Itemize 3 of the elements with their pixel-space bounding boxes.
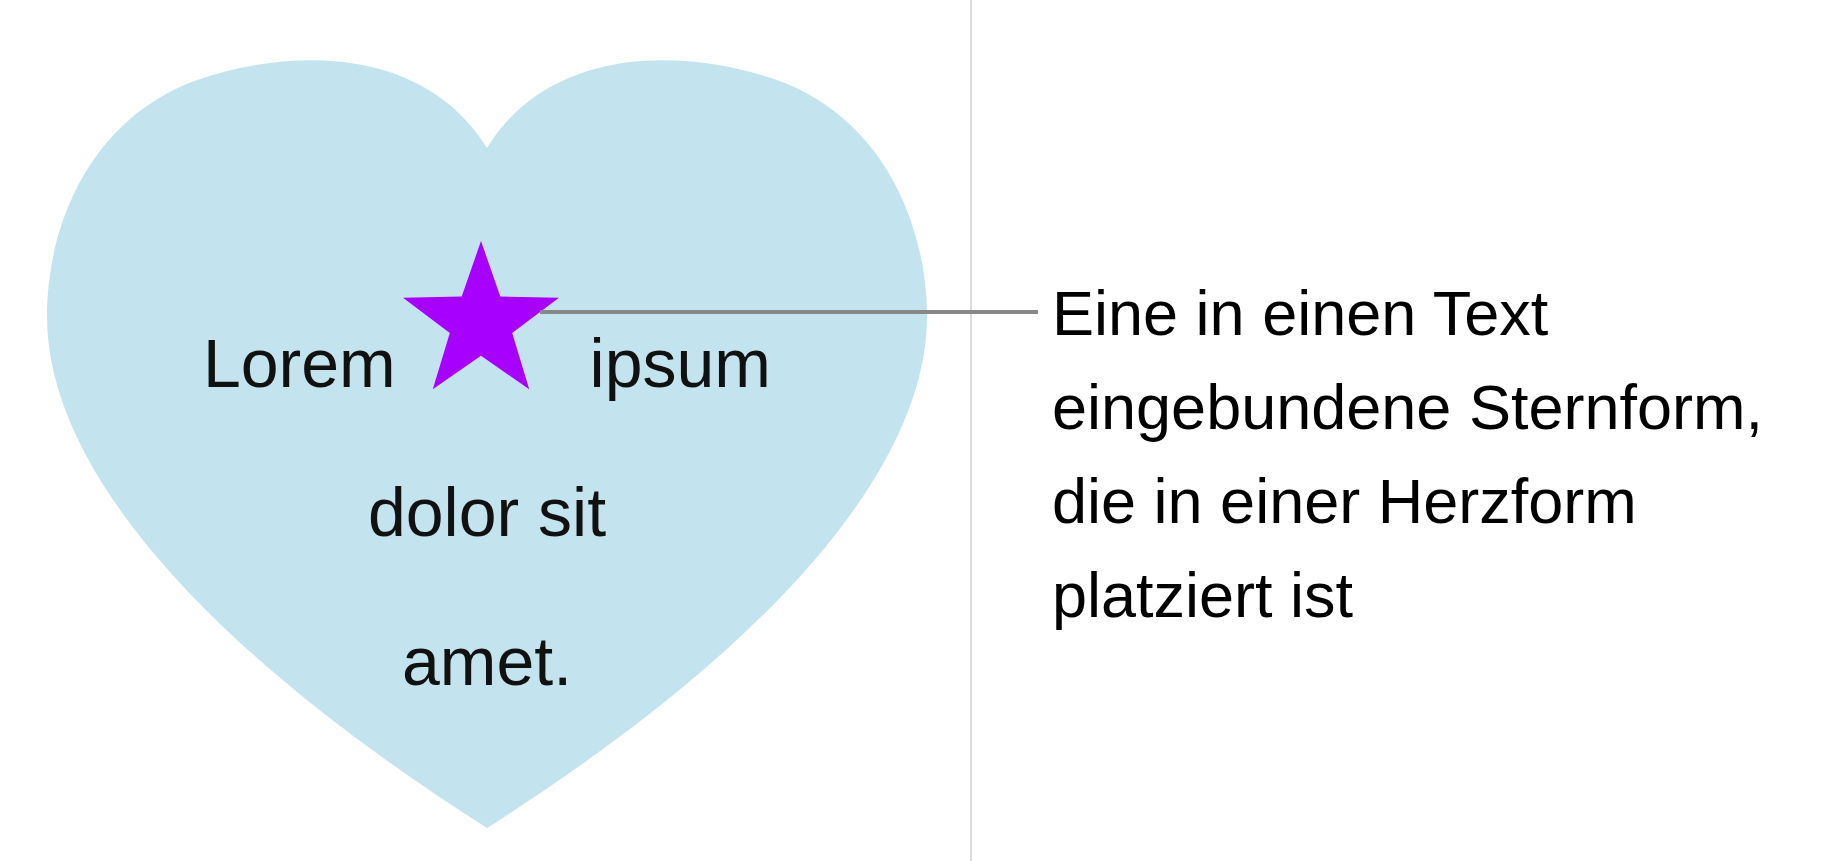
callout-text: Eine in einen Text eingebundene Sternform, die in einer Herzform platziert ist bbox=[1052, 277, 1764, 632]
body-text: Lorem ipsum dolor sit amet. bbox=[202, 324, 772, 701]
leader-line bbox=[540, 310, 1038, 315]
